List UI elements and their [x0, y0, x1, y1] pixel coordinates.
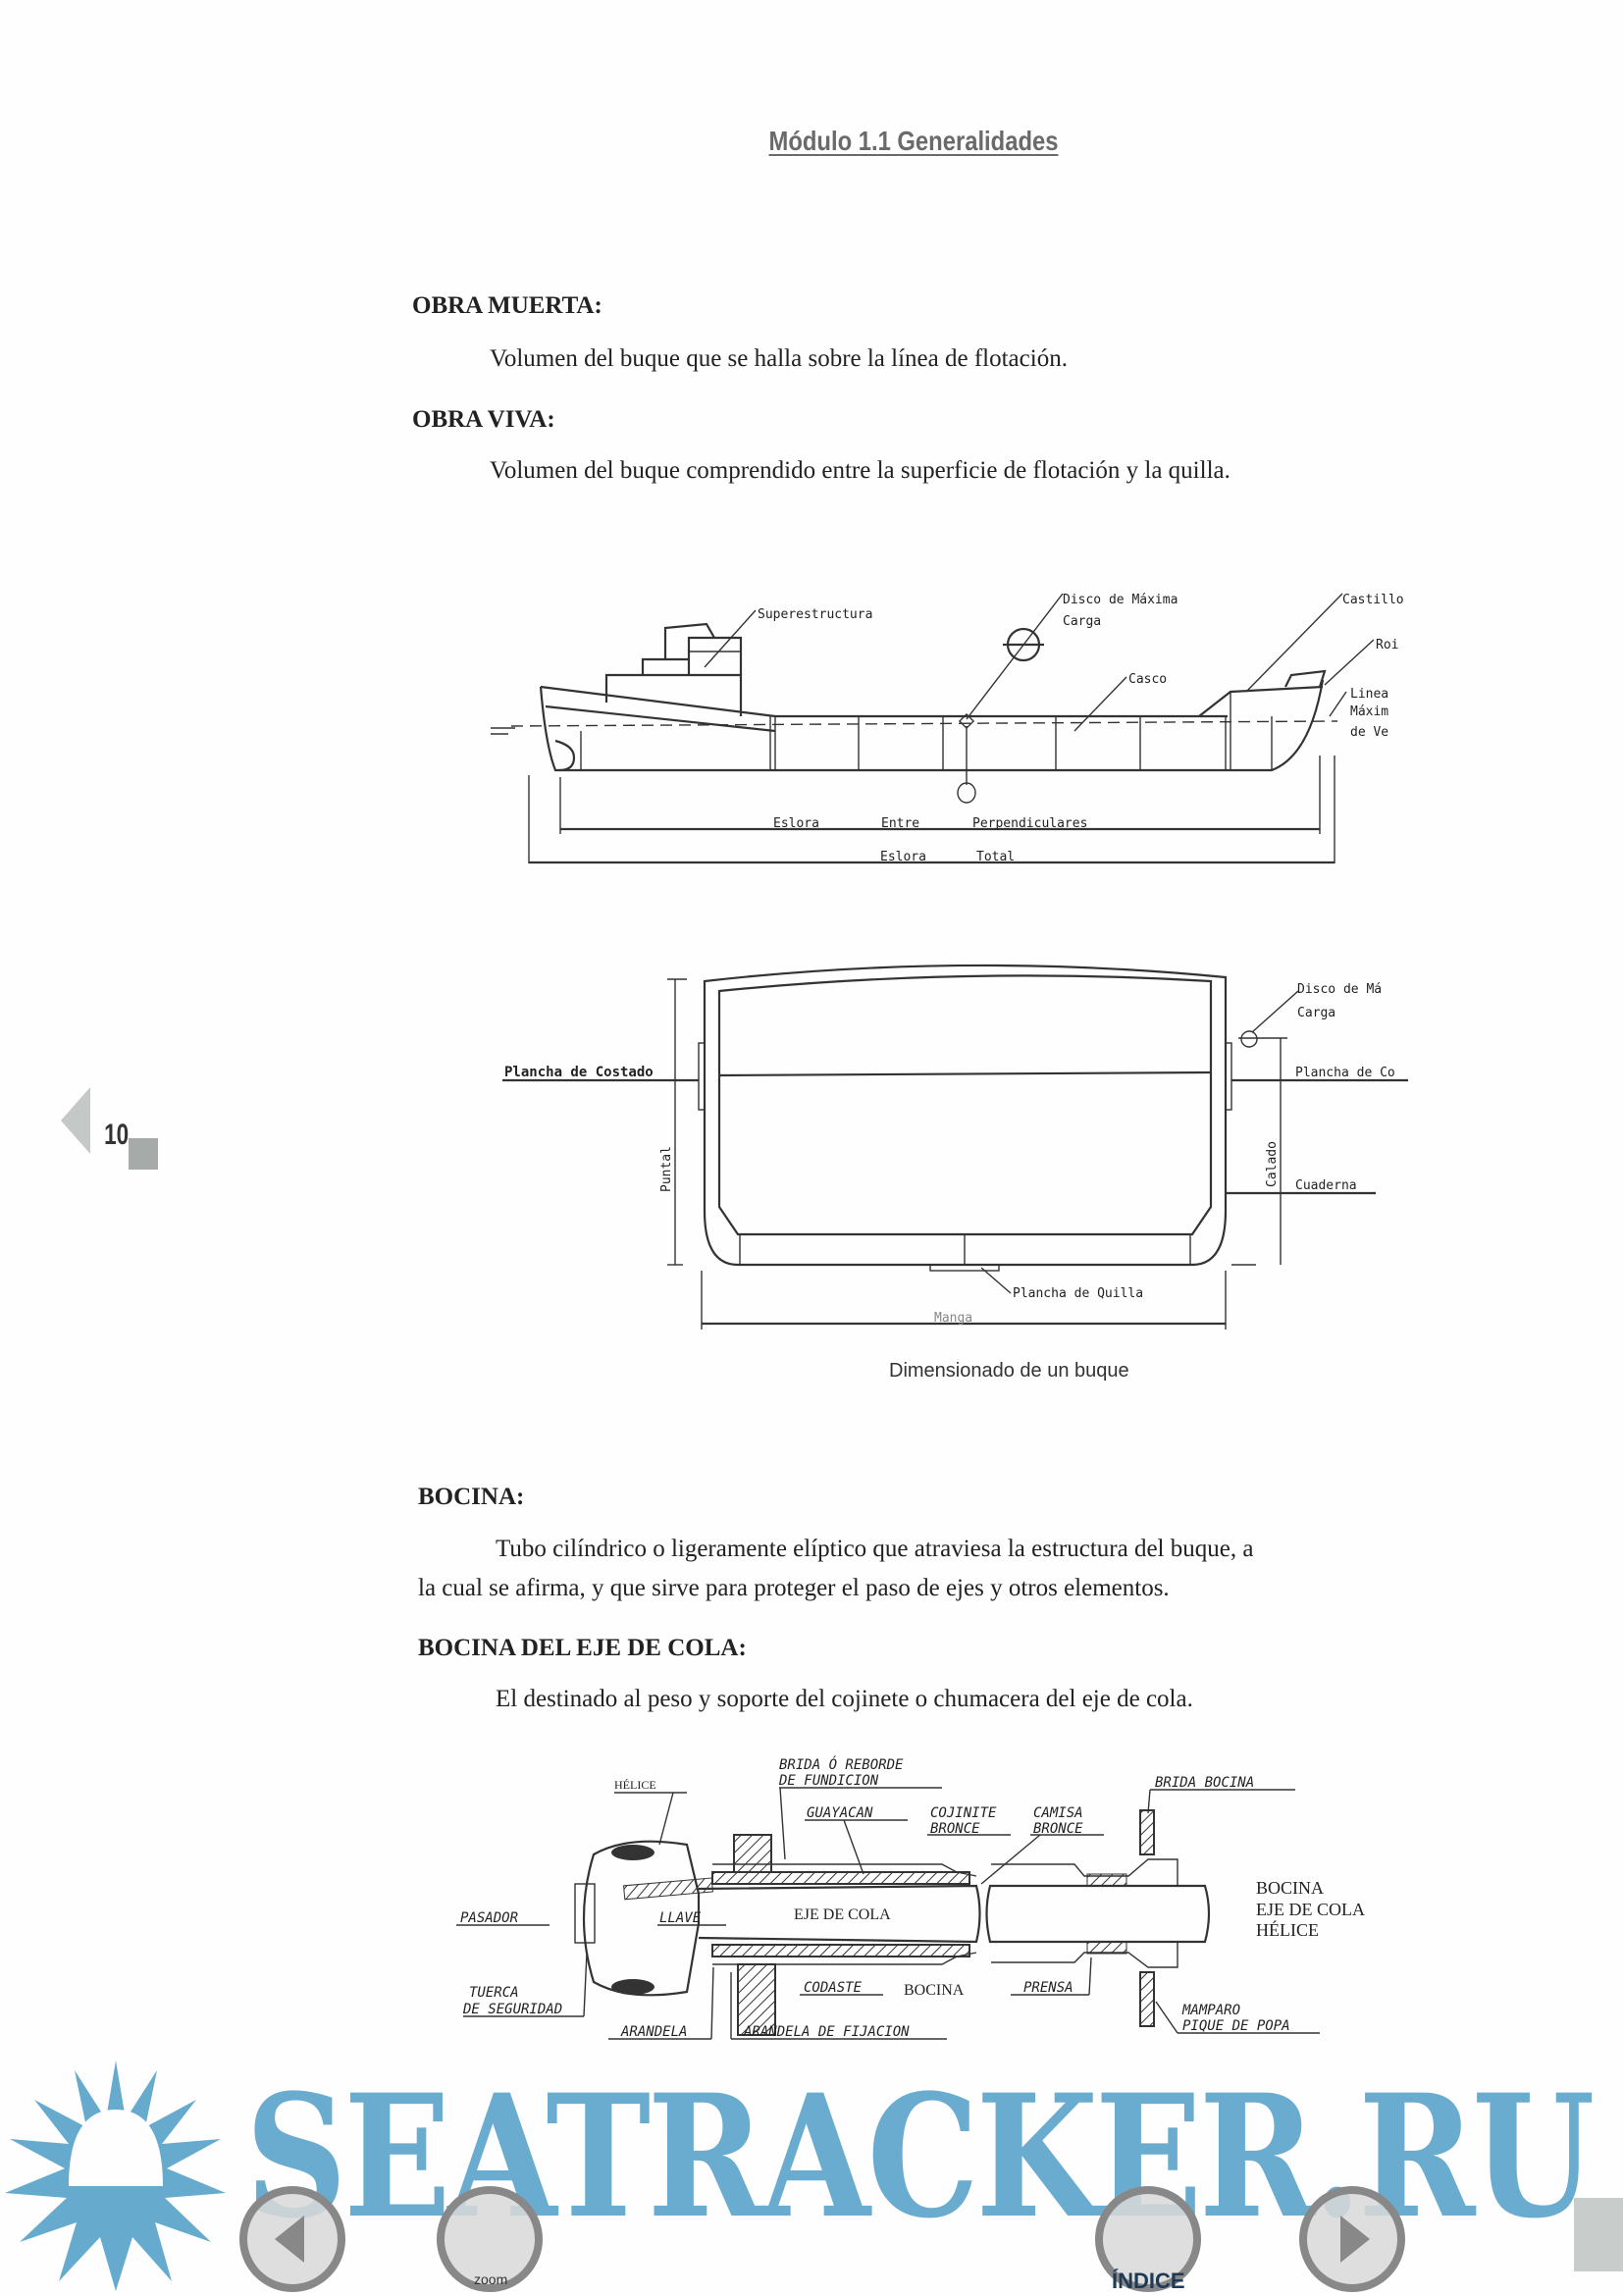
forecastle: [1198, 669, 1327, 717]
label-plancha-costado: Plancha de Costado: [504, 1065, 654, 1080]
paragraph-bocina-line2: la cual se afirma, y que sirve para prot…: [418, 1575, 1170, 1601]
label-roi: Roi: [1376, 638, 1398, 652]
corner-decoration: [1574, 2198, 1623, 2271]
label-llave: LLAVE: [659, 1910, 702, 1926]
label-casco: Casco: [1128, 672, 1167, 687]
label-calado: Calado: [1265, 1141, 1280, 1187]
label-eje-de-cola: EJE DE COLA: [794, 1906, 891, 1923]
label-plancha-co: Plancha de Co: [1295, 1066, 1395, 1080]
hull-section: [698, 964, 1258, 1272]
zoom-button[interactable]: zoom: [437, 2186, 543, 2292]
label-cojinite: COJINITE: [930, 1805, 997, 1821]
heading-obra-muerta: OBRA MUERTA:: [412, 292, 602, 319]
label-de-ve: de Ve: [1350, 725, 1388, 740]
label-arandela-fijacion: ARANDELA DE FIJACION: [743, 2024, 910, 2040]
arrow-left-icon: [275, 2216, 304, 2263]
label-puntal: Puntal: [659, 1146, 674, 1192]
label-mamparo: MAMPARO: [1181, 2003, 1240, 2018]
label-superestructura: Superestructura: [758, 607, 872, 622]
prev-page-button[interactable]: [239, 2186, 345, 2292]
label-de-fundicion: DE FUNDICION: [778, 1773, 879, 1789]
stern-tube: [711, 1834, 977, 2036]
tail-shaft: [698, 1884, 1211, 1944]
label-eslora-pp-3: Perpendiculares: [972, 816, 1087, 831]
label-bocina: BOCINA: [904, 1982, 965, 1999]
label-arandela: ARANDELA: [620, 2024, 687, 2040]
label-castillo: Castillo: [1342, 593, 1404, 607]
figure-caption: Dimensionado de un buque: [889, 1360, 1129, 1382]
heading-bocina: BOCINA:: [418, 1484, 525, 1510]
label-cuaderna: Cuaderna: [1295, 1178, 1357, 1193]
label-eslora-total-1: Eslora: [880, 850, 926, 864]
legend-eje-de-cola: EJE DE COLA: [1256, 1900, 1365, 1919]
legend-bocina: BOCINA: [1256, 1878, 1324, 1898]
label-disco-maxima: Disco de Máxima: [1063, 593, 1178, 607]
label-linea: Linea: [1350, 687, 1388, 702]
label-eslora-total-2: Total: [976, 850, 1015, 864]
bulkhead-flange: [991, 1809, 1178, 2027]
label-brida-reborde: BRIDA Ó REBORDE: [779, 1755, 904, 1773]
leader-lines: [704, 593, 1375, 732]
label-pique-de-popa: PIQUE DE POPA: [1182, 2018, 1290, 2034]
legend-helice: HÉLICE: [1256, 1919, 1319, 1940]
heading-bocina-eje-cola: BOCINA DEL EJE DE COLA:: [418, 1635, 747, 1661]
sun-logo-icon: [5, 2061, 226, 2291]
label-de-seguridad: DE SEGURIDAD: [462, 2002, 562, 2017]
dimension-lines: [528, 756, 1335, 864]
module-title: Módulo 1.1 Generalidades: [768, 126, 1059, 156]
page-number: 10: [104, 1119, 130, 1151]
label-codaste: CODASTE: [804, 1980, 863, 1996]
next-page-button[interactable]: [1299, 2186, 1405, 2292]
label-plancha-quilla: Plancha de Quilla: [1013, 1286, 1143, 1301]
label-cojinite-bronce: BRONCE: [930, 1821, 980, 1837]
label-maxim: Máxim: [1350, 704, 1388, 719]
index-label: ÍNDICE: [1112, 2269, 1185, 2293]
heading-obra-viva: OBRA VIVA:: [412, 406, 555, 433]
arrow-right-icon: [1340, 2216, 1370, 2263]
label-prensa: PRENSA: [1023, 1980, 1073, 1996]
propeller: [574, 1840, 713, 1997]
paragraph-obra-muerta: Volumen del buque que se halla sobre la …: [490, 345, 1068, 372]
paragraph-obra-viva: Volumen del buque comprendido entre la s…: [490, 457, 1230, 484]
label-eslora-pp-2: Entre: [881, 816, 919, 831]
label-manga: Manga: [934, 1311, 972, 1326]
label-camisa: CAMISA: [1033, 1805, 1083, 1821]
ship-hull: [491, 679, 1338, 772]
label-disco-ma: Disco de Má: [1297, 982, 1382, 997]
label-pasador: PASADOR: [460, 1910, 518, 1926]
paragraph-bocina-line1: Tubo cilíndrico o ligeramente elíptico q…: [496, 1536, 1254, 1562]
index-button[interactable]: ÍNDICE: [1095, 2186, 1201, 2293]
label-carga: Carga: [1063, 614, 1101, 629]
label-tuerca: TUERCA: [469, 1985, 519, 2001]
zoom-label: zoom: [474, 2271, 507, 2287]
label-carga-section: Carga: [1297, 1006, 1335, 1020]
label-camisa-bronce: BRONCE: [1033, 1821, 1083, 1837]
shaft-leader-lines: [456, 1787, 1320, 2040]
label-guayacan: GUAYACAN: [807, 1805, 873, 1821]
label-brida-bocina: BRIDA BOCINA: [1155, 1775, 1254, 1791]
paragraph-bocina-eje-cola: El destinado al peso y soporte del cojin…: [496, 1686, 1193, 1712]
superstructure: [604, 622, 743, 716]
section-dimension-lines: [502, 978, 1408, 1330]
label-helice: HÉLICE: [614, 1778, 656, 1792]
label-eslora-pp-1: Eslora: [773, 816, 819, 831]
